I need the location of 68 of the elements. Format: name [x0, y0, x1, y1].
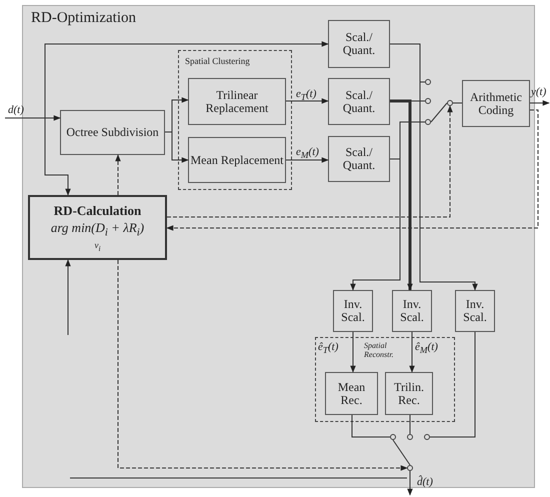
group-title: Spatial Reconstr.	[364, 341, 395, 359]
signal-line	[352, 414, 390, 438]
switch-contact	[447, 100, 453, 106]
edge-label: d(t)	[8, 104, 24, 116]
group-title: Spatial Clustering	[185, 56, 250, 66]
group-title: RD-Optimization	[31, 10, 136, 27]
edge-label: d̂(t)	[417, 476, 433, 488]
process-box	[333, 290, 373, 332]
switch-contact	[407, 465, 413, 471]
arrow	[350, 332, 356, 373]
switch-contact	[425, 119, 431, 125]
process-box	[385, 372, 433, 415]
edge-label: y(t)	[531, 86, 546, 98]
box-label: Octree Subdivision	[66, 126, 159, 139]
signal-line	[430, 102, 448, 122]
switch-contact	[424, 434, 430, 440]
process-box	[60, 110, 165, 155]
box-label: Scal./ Quant.	[342, 31, 376, 57]
group-frame	[315, 337, 455, 422]
arrow	[390, 100, 413, 291]
arrow	[115, 154, 121, 196]
process-box	[455, 290, 495, 332]
process-box	[188, 78, 286, 125]
process-box	[28, 195, 167, 260]
group-frame	[178, 50, 292, 190]
signal-line	[430, 332, 476, 438]
switch-contact	[390, 434, 396, 440]
arrow	[350, 158, 400, 291]
box-label: Inv. Scal.	[399, 298, 425, 324]
box-label: Mean Rec.	[336, 380, 366, 406]
box-label: Inv. Scal.	[340, 298, 366, 324]
edge-label: e$_{M}$(t)	[296, 146, 319, 162]
arrow	[409, 332, 415, 373]
arrow	[65, 259, 71, 336]
box-label: Mean Replacement	[190, 154, 284, 166]
signal-line	[452, 102, 462, 104]
arrow	[166, 105, 453, 218]
process-box	[328, 78, 390, 125]
arrow	[164, 132, 189, 163]
edge-label: e$_{T}$(t)	[296, 88, 316, 104]
box-label: RD-Calculation	[54, 202, 142, 219]
arrow	[407, 470, 413, 496]
arrow	[286, 157, 329, 163]
switch-contact	[425, 98, 431, 104]
process-box	[462, 80, 530, 127]
box-label: Trilinear Replacement	[204, 88, 270, 114]
box-label: Trilin. Rec.	[393, 380, 425, 406]
arrow	[530, 100, 550, 106]
edge-label: ê$_{M}$(t)	[415, 341, 438, 356]
signal-line	[392, 440, 410, 466]
formula-subscript: v$_{i}$	[94, 241, 101, 254]
formula: arg min(D$_{i}$ + λR$_{i}$)	[50, 218, 144, 240]
switch-contact	[407, 434, 413, 440]
process-box	[328, 20, 390, 68]
box-label: Inv. Scal.	[462, 298, 488, 324]
arrow	[390, 44, 478, 291]
switch-contact	[425, 79, 431, 85]
process-box	[392, 290, 432, 332]
edge-label: ê$_{T}$(t)	[318, 341, 338, 356]
box-label: Arithmetic Coding	[469, 90, 523, 116]
arrow	[286, 98, 329, 104]
process-box	[325, 372, 378, 415]
process-box	[328, 136, 390, 182]
process-box	[188, 137, 286, 183]
arrow	[118, 260, 408, 471]
box-label: Scal./ Quant.	[342, 146, 376, 172]
box-label: Scal./ Quant.	[342, 88, 376, 114]
arrow	[166, 110, 538, 231]
